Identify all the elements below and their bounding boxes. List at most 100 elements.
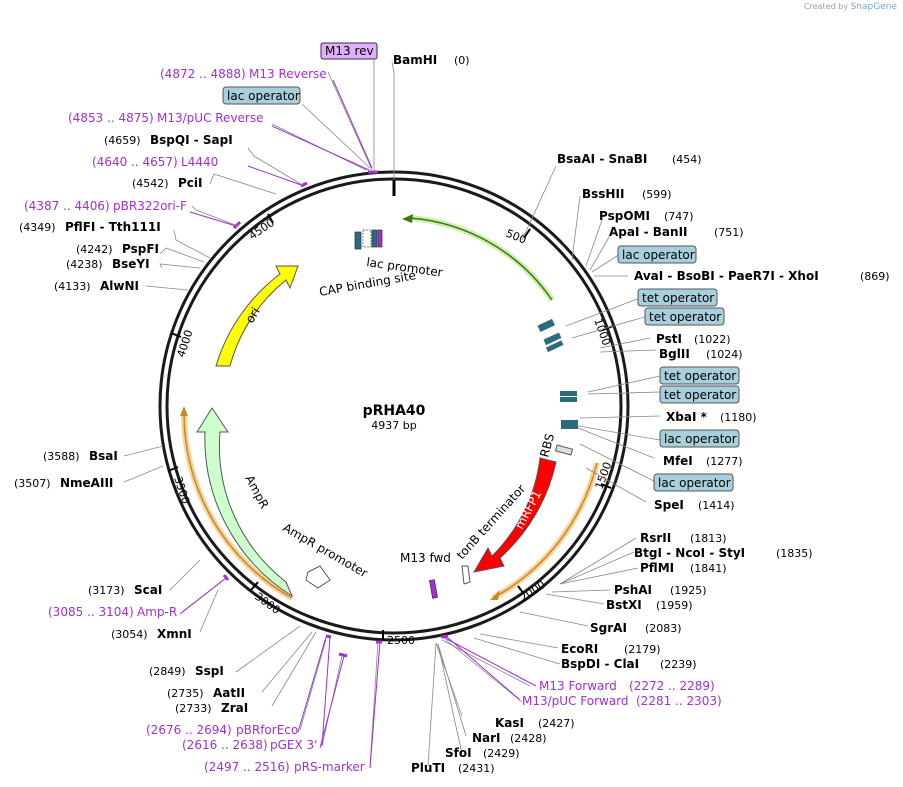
tet-operator-1-label: tet operator xyxy=(642,291,714,305)
orange-feature-arcs xyxy=(180,406,600,601)
site-apai-banii-pos: (751) xyxy=(714,226,744,239)
site-bamhi: BamHI xyxy=(393,53,437,67)
primer-m13-rev: M13 rev xyxy=(325,44,374,58)
plasmid-name: pRHA40 xyxy=(363,403,426,419)
site-apai-banii: ApaI - BanII xyxy=(609,225,688,239)
site-bspqi-sapi-pos: (4659) xyxy=(104,134,141,147)
primer-labels: M13 rev (4872 .. 4888) M13 Reverse (4853… xyxy=(24,42,722,774)
primer-m13-forward: M13 Forward xyxy=(539,679,617,693)
site-sgrai-pos: (2083) xyxy=(645,622,682,635)
site-bstxi-pos: (1959) xyxy=(656,599,693,612)
primer-m13-puc-reverse: M13/pUC Reverse xyxy=(157,111,264,125)
primer-prs-marker-range: (2497 .. 2516) xyxy=(204,760,290,774)
rbs-mark xyxy=(554,444,574,456)
lac-operator-right-2-label: lac operator xyxy=(664,432,737,446)
site-pshai-pos: (1925) xyxy=(670,584,707,597)
site-pluti-pos: (2431) xyxy=(458,762,495,775)
site-alwni-pos: (4133) xyxy=(54,280,91,293)
site-pluti: PluTI xyxy=(411,761,445,775)
operator-marks xyxy=(537,318,578,429)
site-sspi-pos: (2849) xyxy=(149,665,186,678)
site-psti: PstI xyxy=(656,332,682,346)
site-xmni: XmnI xyxy=(157,627,192,641)
site-bsaai-snabi-pos: (454) xyxy=(672,153,702,166)
ring-ticks xyxy=(167,213,614,640)
primer-m13-reverse-range: (4872 .. 4888) xyxy=(160,67,246,81)
site-nari: NarI xyxy=(472,731,501,745)
site-sfoi-pos: (2429) xyxy=(483,747,520,760)
green-arc-feature xyxy=(402,214,555,302)
left-enzyme-labels: (4659) BspQI - SapI (4542) PciI (4349) P… xyxy=(14,133,248,715)
site-bsshii-pos: (599) xyxy=(642,188,672,201)
primer-m13-puc-forward-range: (2281 .. 2303) xyxy=(636,694,722,708)
primer-m13-forward-range: (2272 .. 2289) xyxy=(629,679,715,693)
primer-prs-marker: pRS-marker xyxy=(294,760,365,774)
site-spei-pos: (1414) xyxy=(698,499,735,512)
created-by-text: Created by xyxy=(804,2,849,11)
site-bsai-pos: (3588) xyxy=(43,450,80,463)
site-mfei: MfeI xyxy=(663,454,693,468)
primer-m13-reverse: M13 Reverse xyxy=(249,67,327,81)
ampr-label: AmpR xyxy=(242,473,271,511)
site-bspdi-clai-pos: (2239) xyxy=(660,658,697,671)
site-avai-xhoi: AvaI - BsoBI - PaeR7I - XhoI xyxy=(634,269,819,283)
operator-boxes: lac operator lac operator tet operator t… xyxy=(222,86,740,492)
m13-rev-box xyxy=(320,42,378,60)
tick-2500: 2500 xyxy=(387,634,415,647)
site-scai: ScaI xyxy=(134,583,162,597)
tet-operator-4-label: tet operator xyxy=(664,388,736,402)
lac-operator-right-1-label: lac operator xyxy=(622,248,695,262)
site-ecori-pos: (2179) xyxy=(624,643,661,656)
site-sgrai: SgrAI xyxy=(590,621,627,635)
site-pspomi: PspOMI xyxy=(599,209,650,223)
snapgene-logo-text: SnapGene xyxy=(850,2,897,12)
primer-m13-puc-reverse-range: (4853 .. 4875) xyxy=(68,111,154,125)
primer-pbr322ori-range: (4387 .. 4406) xyxy=(24,199,110,213)
site-pspfi: PspFI xyxy=(122,242,159,256)
tet-operator-3-label: tet operator xyxy=(664,369,736,383)
site-bsshii: BssHII xyxy=(582,187,624,201)
primer-pgex3-range: (2616 .. 2638) xyxy=(182,738,268,752)
primer-amp-r-range: (3085 .. 3104) xyxy=(48,605,134,619)
tick-1000: 1000 xyxy=(591,317,613,348)
site-bglii-pos: (1024) xyxy=(706,348,743,361)
top-feature-cluster xyxy=(354,229,383,250)
primer-leader-lines xyxy=(179,79,537,769)
site-bspdi-clai: BspDI - ClaI xyxy=(561,657,639,671)
site-bseyi-pos: (4238) xyxy=(66,258,103,271)
primer-l4440: L4440 xyxy=(181,155,218,169)
primer-pbr322ori: pBR322ori-F xyxy=(113,199,187,213)
ampr-promoter-arrow xyxy=(305,565,331,589)
site-alwni: AlwNI xyxy=(100,279,139,293)
site-pspomi-pos: (747) xyxy=(664,210,694,223)
tick-500: 500 xyxy=(504,227,528,247)
site-nmeaiii-pos: (3507) xyxy=(14,477,51,490)
site-aatii-pos: (2735) xyxy=(167,687,204,700)
plasmid-length: 4937 bp xyxy=(371,419,416,432)
site-xbai: XbaI * xyxy=(666,410,708,424)
site-pspfi-pos: (4242) xyxy=(76,243,113,256)
site-bseyi: BseYI xyxy=(112,257,150,271)
m13-fwd-mark xyxy=(429,579,438,599)
site-mfei-pos: (1277) xyxy=(706,455,743,468)
site-kasi: KasI xyxy=(495,716,524,730)
site-pflfi-pos: (4349) xyxy=(19,221,56,234)
site-nari-pos: (2428) xyxy=(510,732,547,745)
primer-pbrforeco-range: (2676 .. 2694) xyxy=(146,723,232,737)
site-nmeaiii: NmeAIII xyxy=(60,476,113,490)
lac-operator-right-3-label: lac operator xyxy=(658,476,731,490)
site-pflfi: PflFI - Tth111I xyxy=(65,220,161,234)
site-rsrii: RsrII xyxy=(640,531,671,545)
site-bamhi-pos: (0) xyxy=(454,54,470,67)
site-btgi-ncoi-styi-pos: (1835) xyxy=(776,547,813,560)
site-pcii: PciI xyxy=(178,176,203,190)
site-bsai: BsaI xyxy=(89,449,118,463)
site-spei: SpeI xyxy=(654,498,684,512)
site-bstxi: BstXI xyxy=(606,598,642,612)
right-enzyme-labels: BamHI (0) BsaAI - SnaBI (454) BssHII (59… xyxy=(393,53,890,775)
site-zrai: ZraI xyxy=(221,701,248,715)
site-psti-pos: (1022) xyxy=(694,333,731,346)
ampr-feature-arrow xyxy=(196,407,294,598)
site-bspqi-sapi: BspQI - SapI xyxy=(150,133,233,147)
ring-site-marks xyxy=(222,170,449,658)
